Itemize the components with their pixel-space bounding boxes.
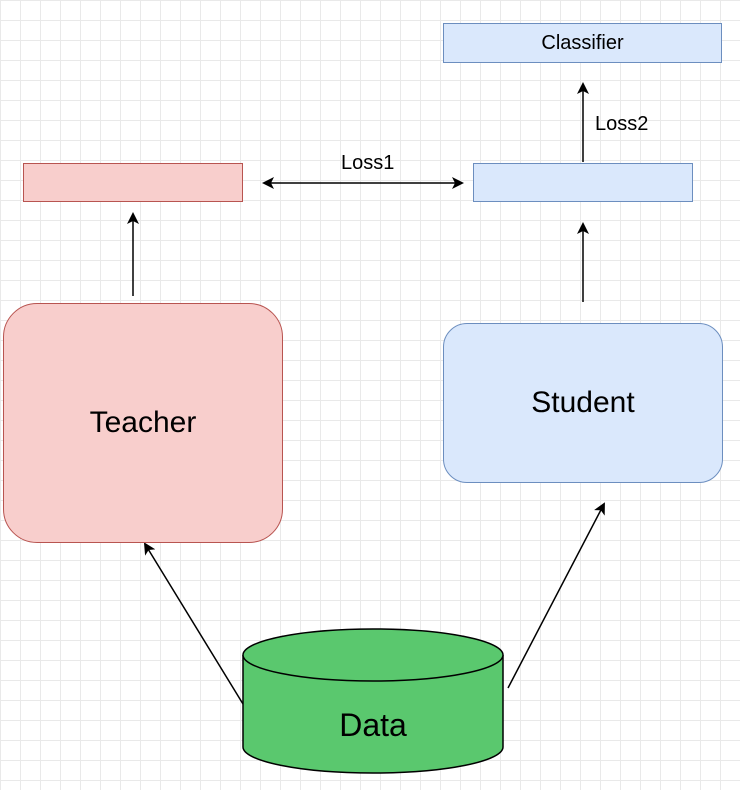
loss2-label: Loss2 — [595, 113, 649, 135]
data-to-teacher-arrow — [143, 542, 244, 705]
teacher-node: Teacher — [3, 303, 283, 543]
data-cylinder — [242, 628, 504, 774]
student-node: Student — [443, 323, 723, 483]
loss1-label: Loss1 — [341, 152, 395, 174]
student-label: Student — [531, 386, 635, 419]
classifier-label: Classifier — [541, 31, 624, 54]
teacher-label: Teacher — [89, 406, 197, 439]
classifier-node: Classifier — [443, 23, 722, 63]
data-label: Data — [339, 706, 407, 743]
teacher-feature-node — [23, 163, 243, 202]
data-to-student-arrow — [507, 502, 605, 689]
student-feature-node — [473, 163, 693, 202]
